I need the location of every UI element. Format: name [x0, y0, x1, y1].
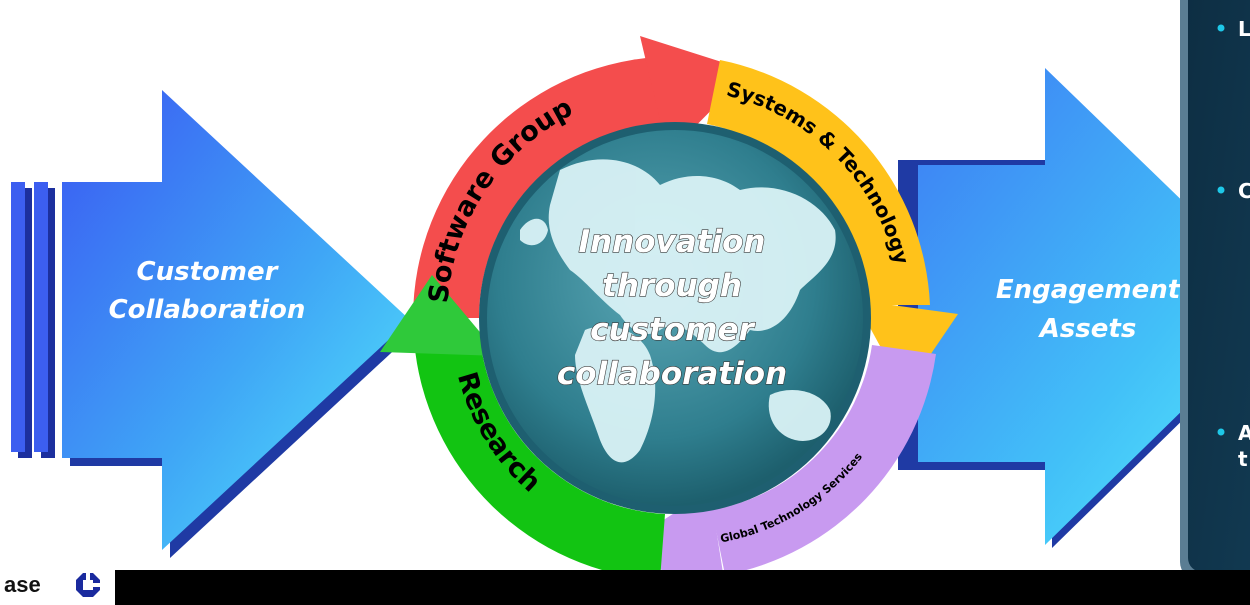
center-text-line2: through — [602, 268, 742, 304]
arrow-tail-bar — [11, 182, 25, 452]
australia-shape — [768, 390, 831, 441]
eurasia-shape — [548, 159, 836, 353]
arrow-body — [918, 68, 1250, 545]
side-panel: L C A t — [1180, 0, 1250, 580]
cycle-diagram: Software Group Systems & Technology Glob… — [380, 36, 958, 605]
footer-bar: ase — [0, 562, 1250, 605]
center-text-line3: customer — [590, 312, 755, 348]
customer-collaboration-arrow: Customer Collaboration — [11, 90, 418, 558]
side-panel-bullet-2: C — [1238, 179, 1250, 203]
side-panel-bullet-4: t — [1238, 447, 1248, 471]
africa-shape — [575, 326, 656, 463]
island-shape — [520, 218, 548, 246]
continents — [520, 159, 836, 463]
systems-technology-segment — [707, 60, 930, 305]
customer-collaboration-label-line2: Collaboration — [109, 295, 306, 325]
arrow-tail-bar — [34, 182, 48, 452]
bullet-dot — [1217, 24, 1225, 32]
global-technology-services-segment — [712, 345, 936, 575]
center-text-line4: collaboration — [557, 356, 787, 392]
customer-collaboration-label-line1: Customer — [137, 257, 280, 287]
bullet-dot — [1217, 428, 1225, 436]
research-segment — [414, 338, 665, 580]
side-panel-body — [1188, 0, 1250, 572]
bullet-dot — [1217, 186, 1225, 194]
research-arrowhead — [380, 275, 500, 356]
engagement-assets-arrow: Engagement Assets — [898, 68, 1250, 548]
octagon-logo-icon — [76, 573, 100, 597]
engagement-assets-label-line1: Engagement — [996, 275, 1182, 305]
center-text-line1: Innovation — [579, 224, 766, 260]
software-group-segment — [413, 57, 662, 318]
arrow-body — [62, 90, 410, 550]
footer-background — [0, 570, 1250, 605]
engagement-assets-label-line2: Assets — [1038, 314, 1137, 344]
systems-technology-arrowhead — [855, 300, 958, 392]
side-panel-bullet-3: A — [1238, 421, 1250, 445]
logo-text: ase — [4, 572, 41, 597]
side-panel-bullet-1: L — [1238, 17, 1250, 41]
